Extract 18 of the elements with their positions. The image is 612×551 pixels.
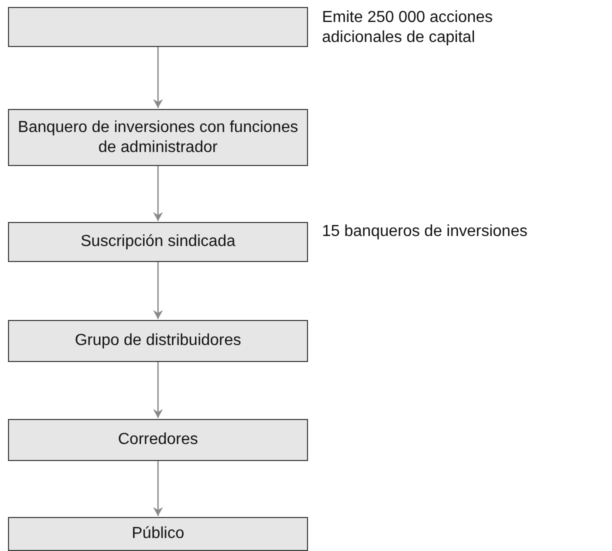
- process-box: [8, 320, 308, 362]
- node-text: Público: [132, 524, 184, 544]
- arrow: [153, 362, 163, 418]
- annotation-text: Emite 250 000 acciones adicionales de capital: [322, 8, 494, 48]
- node-text: Corredores: [118, 430, 198, 450]
- process-box: [8, 419, 308, 461]
- process-box: [8, 109, 308, 166]
- arrow: [153, 166, 163, 221]
- node-text: Banquero de inversiones con funciones de administrador: [16, 118, 300, 158]
- node-text: Grupo de distribuidores: [74, 331, 242, 351]
- arrow: [153, 47, 163, 108]
- process-box: [8, 517, 308, 551]
- process-box: [8, 222, 308, 262]
- annotation-text: 15 banqueros de inversiones: [322, 222, 528, 242]
- node-text: Suscripción sindicada: [80, 232, 236, 252]
- arrow: [153, 262, 163, 319]
- process-box: [8, 7, 308, 47]
- arrow: [153, 461, 163, 516]
